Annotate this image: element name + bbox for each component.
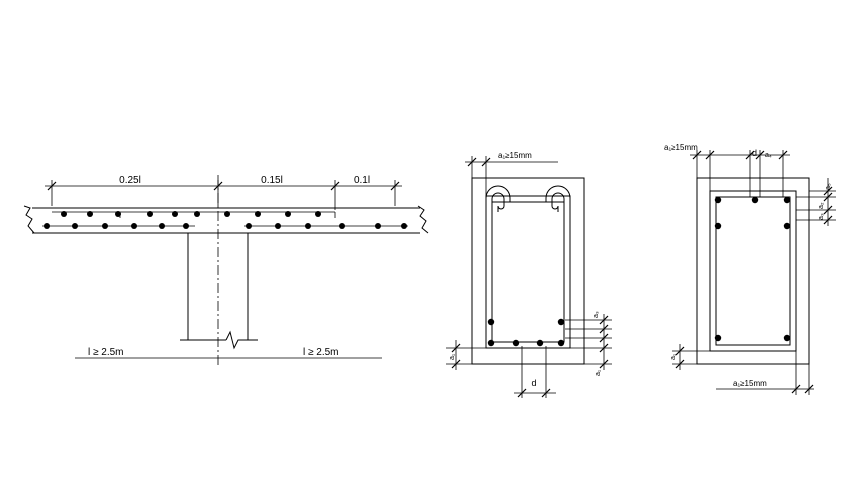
dim-label-0.15l: 0.15l	[261, 175, 283, 186]
rebar-dot	[102, 223, 108, 229]
rebar-dot	[61, 211, 67, 217]
rebar-dot	[115, 211, 121, 217]
rebar-dot	[224, 211, 230, 217]
dim-label-a3: a₃	[593, 311, 600, 318]
rebar-dot	[401, 223, 407, 229]
rebar-dot	[557, 318, 565, 326]
slab-top-dimension: 0.25l 0.15l 0.1l	[45, 175, 402, 210]
rebar-dot	[285, 211, 291, 217]
cover-label-bottom: a₁≥15mm	[733, 379, 767, 388]
slab-section: 0.25l 0.15l 0.1l l ≥ 2.5m l ≥ 2.5m	[23, 175, 429, 368]
slab-span-dimension: l ≥ 2.5m l ≥ 2.5m	[75, 347, 382, 359]
dim-label-a5: a₅	[825, 183, 832, 190]
beam-section-2: a₁≥15mm d a₄ a₅ a₂ a₃ a₁ a₁≥15mm	[664, 143, 836, 395]
dim-label-a3: a₃	[818, 213, 825, 220]
rebar-dot	[255, 211, 261, 217]
rebar-dot	[714, 196, 722, 204]
rebar-dot	[487, 339, 495, 347]
rebar-dot	[714, 222, 722, 230]
dim-label-0.1l: 0.1l	[354, 175, 370, 186]
rebar-dot	[131, 223, 137, 229]
dim-label-a2: a₂	[818, 202, 825, 209]
rebar-dot	[536, 339, 544, 347]
rebar-dot	[557, 339, 565, 347]
dim-label-a1-left: a₁	[670, 353, 677, 360]
rebar-dot	[246, 223, 252, 229]
span-label-right: l ≥ 2.5m	[303, 347, 339, 358]
rebar-dot	[275, 223, 281, 229]
rebar-dot	[305, 223, 311, 229]
dim-label-d: d	[752, 148, 757, 158]
beam-section-1: a₁≥15mm d a₃ a₁ a₁	[446, 151, 612, 398]
rebar-dot	[44, 223, 50, 229]
dim-label-a1-right: a₁	[595, 369, 602, 376]
rebar-dot	[172, 211, 178, 217]
rebar-dot	[375, 223, 381, 229]
rebar-dot	[72, 223, 78, 229]
rebar-dot	[147, 211, 153, 217]
rebar-dot	[183, 223, 189, 229]
rebar-dot	[783, 196, 791, 204]
rebar-dot	[315, 211, 321, 217]
rebar-dot	[159, 223, 165, 229]
rebar-dot	[487, 318, 495, 326]
rebar-dot	[714, 334, 722, 342]
cover-label-top: a₁≥15mm	[498, 151, 532, 160]
rebar-dot	[339, 223, 345, 229]
rebar-dot	[783, 334, 791, 342]
rebar-dot	[87, 211, 93, 217]
dim-label-d: d	[531, 378, 536, 388]
dim-label-0.25l: 0.25l	[119, 175, 141, 186]
rebar-dot	[783, 222, 791, 230]
rebar-dot	[751, 196, 759, 204]
rebar-dot	[512, 339, 520, 347]
dim-label-a1-left: a₁	[449, 353, 456, 360]
span-label-left: l ≥ 2.5m	[88, 347, 124, 358]
dim-label-a4: a₄	[765, 152, 772, 159]
rebar-dot	[194, 211, 200, 217]
cover-label-top: a₁≥15mm	[664, 143, 698, 152]
